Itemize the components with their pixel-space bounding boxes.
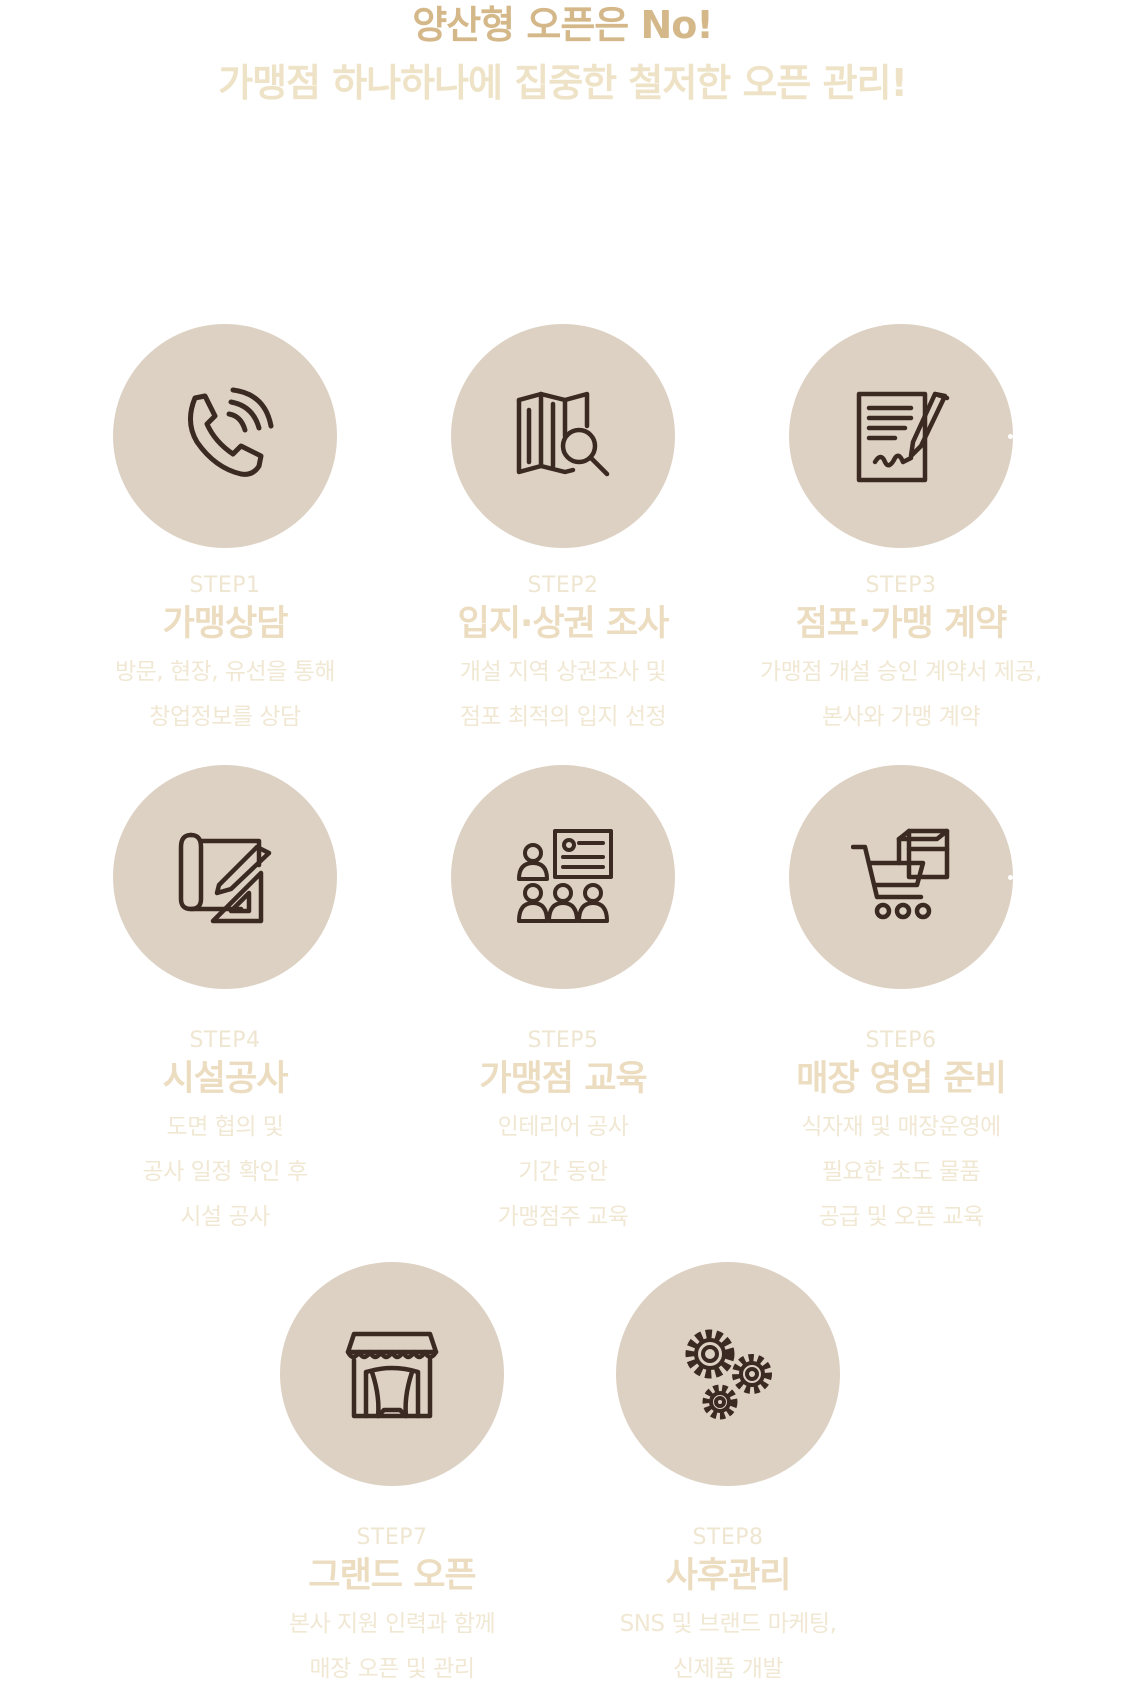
step-description: 도면 협의 및 공사 일정 확인 후 시설 공사 xyxy=(142,1114,308,1230)
step-title: 가맹점 교육 xyxy=(479,1059,647,1099)
step-2: STEP2 입지·상권 조사 개설 지역 상권조사 및 점포 최적의 입지 선정 xyxy=(393,324,733,740)
step-4: STEP4 시설공사 도면 협의 및 공사 일정 확인 후 시설 공사 xyxy=(55,765,395,1240)
gears-icon xyxy=(685,1329,772,1420)
step-2-circle xyxy=(451,324,675,548)
step-number: STEP8 xyxy=(692,1525,764,1550)
step-title: 점포·가맹 계약 xyxy=(795,604,1008,644)
contract-sign-icon xyxy=(856,391,950,483)
step-5-circle xyxy=(451,765,675,989)
step-number: STEP4 xyxy=(189,1028,261,1053)
step-title: 가맹상담 xyxy=(162,604,289,644)
edge-dot xyxy=(1008,875,1013,880)
step-title: 그랜드 오픈 xyxy=(308,1556,476,1596)
step-description: 본사 지원 인력과 함께 매장 오픈 및 관리 xyxy=(288,1611,496,1682)
step-title: 입지·상권 조사 xyxy=(457,604,670,644)
step-description: 인테리어 공사 기간 동안 가맹점주 교육 xyxy=(497,1114,629,1230)
step-description: 방문, 현장, 유선을 통해 창업정보를 상담 xyxy=(115,659,336,730)
step-description: 가맹점 개설 승인 계약서 제공, 본사와 가맹 계약 xyxy=(760,659,1042,730)
step-description: SNS 및 브랜드 마케팅, 신제품 개발 xyxy=(619,1611,837,1682)
step-4-circle xyxy=(113,765,337,989)
headline-primary: 양산형 오픈은 No! xyxy=(412,3,713,47)
step-description: 개설 지역 상권조사 및 점포 최적의 입지 선정 xyxy=(459,659,667,730)
step-7-circle xyxy=(280,1262,504,1486)
step-6: STEP6 매장 영업 준비 식자재 및 매장운영에 필요한 초도 물품 공급 … xyxy=(731,765,1071,1240)
cart-box-icon xyxy=(851,828,950,920)
step-7: STEP7 그랜드 오픈 본사 지원 인력과 함께 매장 오픈 및 관리 xyxy=(222,1262,562,1692)
step-8: STEP8 사후관리 SNS 및 브랜드 마케팅, 신제품 개발 xyxy=(558,1262,898,1692)
step-6-circle xyxy=(789,765,1013,989)
edge-dot xyxy=(1008,434,1013,439)
step-description: 식자재 및 매장운영에 필요한 초도 물품 공급 및 오픈 교육 xyxy=(801,1114,1001,1230)
step-number: STEP2 xyxy=(527,573,599,598)
step-title: 매장 영업 준비 xyxy=(796,1059,1007,1099)
phone-icon xyxy=(188,387,274,477)
storefront-icon xyxy=(345,1331,439,1419)
training-icon xyxy=(517,829,613,923)
step-number: STEP5 xyxy=(527,1028,599,1053)
map-search-icon xyxy=(516,391,610,477)
headline-secondary: 가맹점 하나하나에 집중한 철저한 오픈 관리! xyxy=(218,61,908,105)
step-title: 사후관리 xyxy=(665,1556,792,1596)
step-title: 시설공사 xyxy=(162,1059,289,1099)
step-number: STEP1 xyxy=(189,573,261,598)
step-1-circle xyxy=(113,324,337,548)
blueprint-icon xyxy=(178,832,272,924)
step-number: STEP6 xyxy=(865,1028,937,1053)
step-number: STEP7 xyxy=(356,1525,428,1550)
step-3: STEP3 점포·가맹 계약 가맹점 개설 승인 계약서 제공, 본사와 가맹 … xyxy=(731,324,1071,740)
step-number: STEP3 xyxy=(865,573,937,598)
step-3-circle xyxy=(789,324,1013,548)
step-8-circle xyxy=(616,1262,840,1486)
step-1: STEP1 가맹상담 방문, 현장, 유선을 통해 창업정보를 상담 xyxy=(55,324,395,740)
step-5: STEP5 가맹점 교육 인테리어 공사 기간 동안 가맹점주 교육 xyxy=(393,765,733,1240)
